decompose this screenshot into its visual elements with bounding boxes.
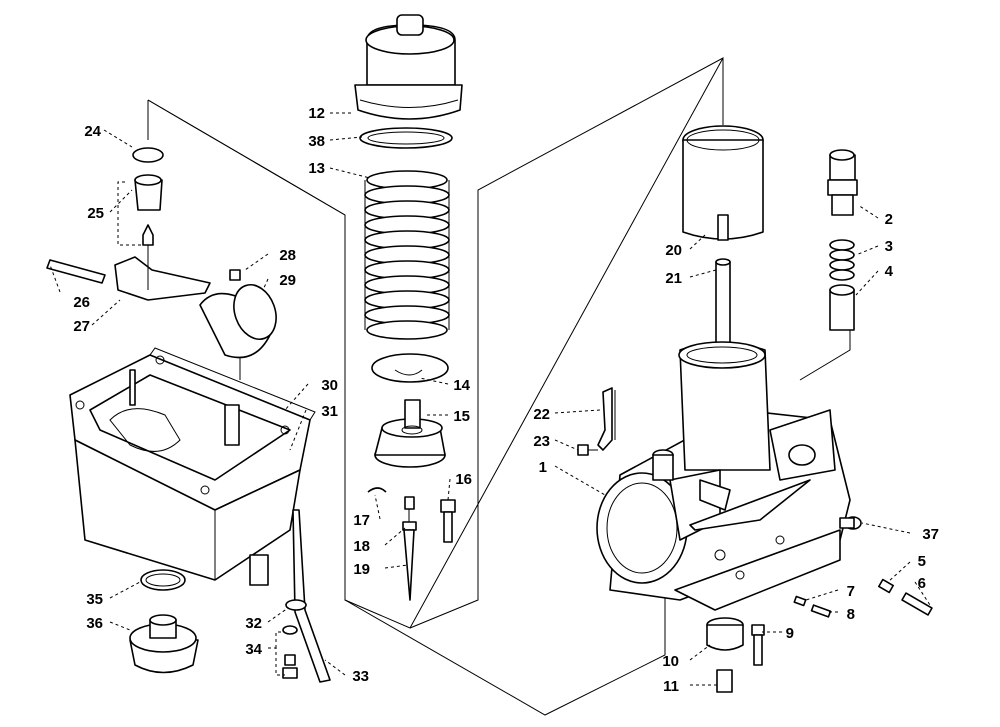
callout-21: 21 (665, 270, 682, 287)
leader-lines (49, 112, 931, 686)
jet-needle-part (367, 487, 417, 601)
pilot-screw-part (827, 149, 858, 331)
callout-6: 6 (918, 575, 926, 592)
top-cap-part (354, 14, 463, 149)
callout-22: 22 (533, 406, 550, 423)
screw-16-part (440, 499, 456, 543)
callout-35: 35 (86, 591, 103, 608)
callout-23: 23 (533, 433, 550, 450)
callout-16: 16 (455, 471, 472, 488)
callout-2: 2 (885, 211, 893, 228)
callout-5: 5 (918, 553, 926, 570)
needle-holder-part (374, 399, 446, 468)
callout-3: 3 (885, 238, 893, 255)
callout-28: 28 (279, 247, 296, 264)
callout-31: 31 (321, 403, 338, 420)
callout-9: 9 (786, 625, 794, 642)
callout-27: 27 (73, 318, 90, 335)
callout-12: 12 (308, 105, 325, 122)
small-fittings (706, 516, 933, 693)
callout-4: 4 (885, 263, 894, 280)
callout-1: 1 (539, 459, 547, 476)
callout-15: 15 (453, 408, 470, 425)
callout-34: 34 (245, 641, 262, 658)
drain-hose-part (282, 509, 331, 683)
callout-29: 29 (279, 272, 296, 289)
callout-11: 11 (663, 678, 679, 695)
assembly-guide-lines (147, 57, 851, 716)
callout-36: 36 (86, 615, 103, 632)
bellows-spring-part (364, 170, 450, 340)
callout-37: 37 (922, 526, 939, 543)
callout-19: 19 (353, 561, 370, 578)
cable-bracket-part (577, 387, 613, 456)
float-arm-part (46, 240, 211, 301)
callout-24: 24 (84, 123, 101, 140)
float-bowl-part (69, 347, 316, 586)
callout-26: 26 (73, 294, 90, 311)
callout-30: 30 (321, 377, 338, 394)
callout-38: 38 (308, 133, 325, 150)
carburetor-body-part (596, 341, 851, 611)
slide-rod-part (715, 258, 731, 353)
callout-18: 18 (353, 538, 370, 555)
callout-20: 20 (665, 242, 682, 259)
spring-seat-plate (371, 353, 449, 383)
float-part (199, 269, 277, 359)
callout-17: 17 (353, 512, 370, 529)
callout-10: 10 (662, 653, 679, 670)
callout-14: 14 (453, 377, 470, 394)
needle-valve-part (132, 147, 164, 246)
drain-plug-part (129, 569, 199, 674)
callout-labels: 1 2 3 4 5 6 7 8 9 10 11 12 13 14 15 16 1… (73, 105, 939, 695)
callout-25: 25 (87, 205, 104, 222)
callout-13: 13 (308, 160, 325, 177)
callout-7: 7 (847, 583, 855, 600)
callout-8: 8 (847, 606, 855, 623)
throttle-slide-part (682, 125, 764, 241)
callout-32: 32 (245, 615, 262, 632)
callout-33: 33 (352, 668, 369, 685)
